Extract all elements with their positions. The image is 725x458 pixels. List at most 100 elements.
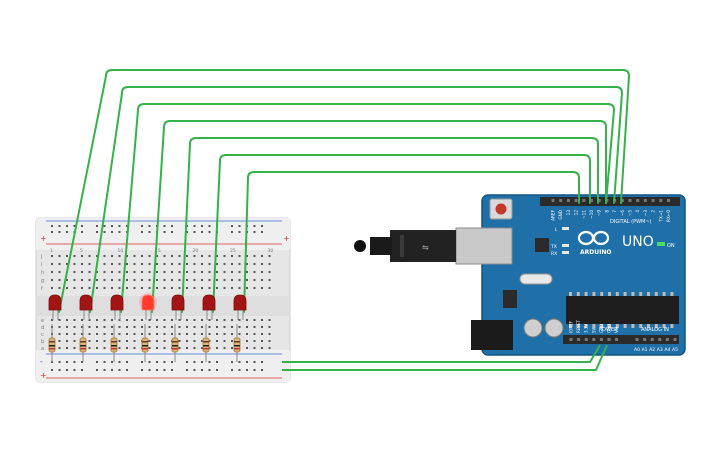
rail-hole[interactable] [216, 361, 218, 363]
leds[interactable] [48, 293, 247, 320]
breadboard-hole[interactable] [216, 255, 218, 257]
breadboard-hole[interactable] [261, 333, 263, 335]
rail-hole[interactable] [141, 361, 143, 363]
breadboard-hole[interactable] [96, 279, 98, 281]
breadboard-hole[interactable] [231, 263, 233, 265]
breadboard-hole[interactable] [246, 255, 248, 257]
power-pin-socket[interactable] [584, 338, 588, 341]
breadboard-hole[interactable] [103, 263, 106, 265]
breadboard-hole[interactable] [238, 271, 241, 273]
breadboard-hole[interactable] [268, 333, 271, 335]
breadboard-hole[interactable] [126, 271, 128, 273]
rail-hole[interactable] [103, 231, 106, 233]
breadboard-hole[interactable] [268, 287, 271, 289]
breadboard-hole[interactable] [111, 287, 113, 289]
breadboard-hole[interactable] [216, 347, 218, 349]
breadboard-hole[interactable] [58, 263, 61, 265]
breadboard-hole[interactable] [246, 319, 248, 321]
rail-hole[interactable] [231, 225, 233, 227]
breadboard-hole[interactable] [253, 347, 256, 349]
breadboard-hole[interactable] [133, 263, 136, 265]
breadboard-hole[interactable] [171, 319, 173, 321]
breadboard-hole[interactable] [51, 255, 53, 257]
rail-hole[interactable] [81, 369, 83, 371]
breadboard-hole[interactable] [261, 255, 263, 257]
breadboard-hole[interactable] [148, 279, 151, 281]
breadboard-hole[interactable] [231, 287, 233, 289]
breadboard-hole[interactable] [253, 255, 256, 257]
breadboard-hole[interactable] [156, 271, 158, 273]
breadboard-hole[interactable] [238, 263, 241, 265]
power-analog-header[interactable] [563, 335, 679, 344]
led[interactable] [171, 294, 185, 311]
rail-hole[interactable] [96, 225, 98, 227]
digital-pin-socket[interactable] [566, 199, 570, 202]
breadboard-hole[interactable] [66, 319, 68, 321]
digital-pin-socket[interactable] [597, 199, 601, 202]
breadboard-hole[interactable] [66, 287, 68, 289]
breadboard-hole[interactable] [88, 255, 91, 257]
breadboard-hole[interactable] [66, 326, 68, 328]
breadboard-hole[interactable] [201, 319, 203, 321]
digital-pin-socket[interactable] [559, 199, 563, 202]
breadboard-hole[interactable] [133, 333, 136, 335]
breadboard-hole[interactable] [231, 255, 233, 257]
breadboard-hole[interactable] [253, 271, 256, 273]
breadboard-hole[interactable] [223, 333, 226, 335]
breadboard-hole[interactable] [118, 326, 121, 328]
breadboard-hole[interactable] [268, 347, 271, 349]
breadboard-hole[interactable] [148, 263, 151, 265]
breadboard-hole[interactable] [66, 347, 68, 349]
rail-hole[interactable] [201, 361, 203, 363]
rail-hole[interactable] [103, 225, 106, 227]
ground-wire[interactable] [282, 344, 601, 363]
breadboard-hole[interactable] [141, 255, 143, 257]
rail-hole[interactable] [141, 225, 143, 227]
breadboard-hole[interactable] [178, 326, 181, 328]
breadboard-hole[interactable] [148, 319, 151, 321]
rail-hole[interactable] [148, 361, 151, 363]
led[interactable] [110, 294, 124, 311]
breadboard-hole[interactable] [73, 326, 76, 328]
breadboard-hole[interactable] [208, 271, 211, 273]
rail-hole[interactable] [238, 231, 241, 233]
breadboard-hole[interactable] [178, 333, 181, 335]
breadboard-hole[interactable] [141, 271, 143, 273]
breadboard-hole[interactable] [163, 326, 166, 328]
rail-hole[interactable] [126, 225, 128, 227]
breadboard-hole[interactable] [141, 287, 143, 289]
rail-hole[interactable] [51, 225, 53, 227]
breadboard-hole[interactable] [58, 333, 61, 335]
breadboard-hole[interactable] [193, 271, 196, 273]
rail-hole[interactable] [141, 369, 143, 371]
rail-hole[interactable] [201, 231, 203, 233]
breadboard-hole[interactable] [111, 319, 113, 321]
breadboard-hole[interactable] [163, 319, 166, 321]
breadboard-hole[interactable] [133, 271, 136, 273]
breadboard-hole[interactable] [163, 287, 166, 289]
breadboard-hole[interactable] [208, 319, 211, 321]
breadboard-hole[interactable] [253, 263, 256, 265]
breadboard-hole[interactable] [238, 255, 241, 257]
breadboard-hole[interactable] [268, 271, 271, 273]
breadboard-hole[interactable] [88, 279, 91, 281]
breadboard-hole[interactable] [223, 271, 226, 273]
breadboard-hole[interactable] [73, 333, 76, 335]
breadboard-hole[interactable] [261, 279, 263, 281]
breadboard-hole[interactable] [231, 326, 233, 328]
breadboard-hole[interactable] [171, 333, 173, 335]
breadboard-hole[interactable] [58, 271, 61, 273]
breadboard-hole[interactable] [186, 255, 188, 257]
breadboard-hole[interactable] [223, 255, 226, 257]
rail-hole[interactable] [66, 225, 68, 227]
breadboard-hole[interactable] [201, 287, 203, 289]
breadboard-hole[interactable] [186, 340, 188, 342]
breadboard-hole[interactable] [88, 333, 91, 335]
breadboard-hole[interactable] [66, 279, 68, 281]
breadboard-hole[interactable] [246, 333, 248, 335]
rail-hole[interactable] [261, 231, 263, 233]
rail-hole[interactable] [111, 231, 113, 233]
breadboard-hole[interactable] [178, 271, 181, 273]
breadboard-hole[interactable] [261, 326, 263, 328]
breadboard-hole[interactable] [186, 263, 188, 265]
